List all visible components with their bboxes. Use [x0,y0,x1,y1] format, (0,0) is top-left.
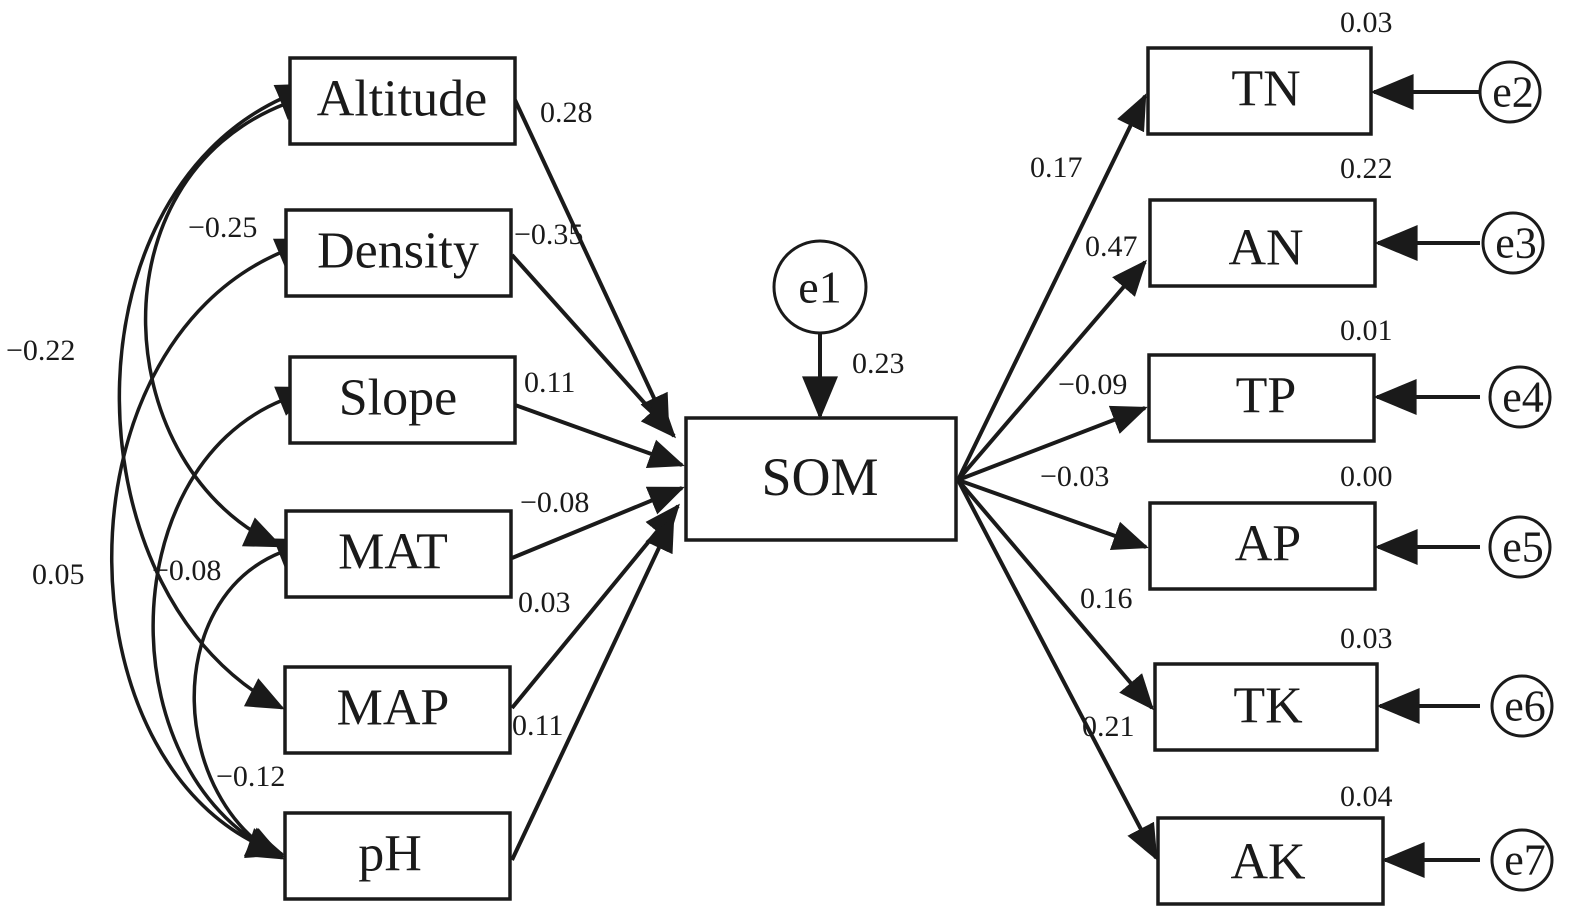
coef-som-an: 0.47 [1085,230,1138,263]
path-som-an [956,259,1147,482]
outcome-errors: e2 e3 e4 e5 e6 e7 [1370,60,1554,892]
error-label-e2: e2 [1492,68,1534,117]
node-ph: pH [283,811,512,901]
node-label-tp: TP [1236,368,1297,425]
corr-label-slope-ph: −0.08 [152,554,221,587]
error-label-e5: e5 [1502,523,1544,572]
coef-som-tp: −0.09 [1058,368,1127,401]
coef-map-som: 0.03 [518,586,571,619]
error-node-e2: e2 [1478,60,1542,124]
node-label-density: Density [317,223,479,280]
node-tk: TK [1153,662,1379,752]
node-label-map: MAP [337,680,450,737]
r2-ak: 0.04 [1340,780,1393,813]
node-altitude: Altitude [288,56,517,146]
coef-som-ap: −0.03 [1040,460,1109,493]
path-ph-som [510,515,675,861]
node-label-ak: AK [1230,834,1306,891]
coef-som-tk: 0.16 [1080,582,1133,615]
node-density: Density [284,208,513,298]
path-som-ak [956,479,1158,861]
node-label-ph: pH [358,826,422,883]
corr-arc-slope-ph [151,386,316,858]
node-ap: AP [1148,501,1377,591]
error-node-e3: e3 [1481,211,1545,275]
node-mat: MAT [284,509,513,599]
node-label-altitude: Altitude [317,71,487,128]
r2-som: 0.23 [852,347,905,380]
corr-arc-altitude-mat [143,90,318,548]
path-mat-som [511,486,685,560]
error-node-e4: e4 [1488,365,1552,429]
node-label-tk: TK [1233,678,1303,735]
error-node-e7: e7 [1490,828,1554,892]
error-label-e6: e6 [1504,682,1546,731]
node-label-tn: TN [1231,61,1300,118]
coef-density-som: −0.35 [514,218,583,251]
corr-label-altitude-map: −0.22 [6,334,75,367]
node-map: MAP [283,665,512,755]
error-node-e6: e6 [1490,674,1554,738]
error-label-e7: e7 [1504,836,1546,885]
error-node-e1: e1 [772,239,868,335]
corr-label-mat-ph: −0.12 [216,760,285,793]
path-som-tp [957,405,1148,482]
path-density-som [510,253,677,439]
r2-tn: 0.03 [1340,6,1393,39]
coef-altitude-som: 0.28 [540,96,593,129]
error-label-e3: e3 [1495,219,1537,268]
path-som-tk [956,478,1154,711]
node-tn: TN [1146,46,1373,136]
node-label-mat: MAT [338,524,448,581]
node-an: AN [1148,198,1377,288]
r2-tp: 0.01 [1340,314,1393,347]
coef-som-tn: 0.17 [1030,151,1083,184]
coef-ph-som: 0.11 [512,709,563,742]
path-slope-som [514,403,685,468]
predictor-paths [510,99,685,861]
path-altitude-som [513,99,670,431]
node-slope: Slope [288,355,517,445]
corr-label-altitude-mat: −0.25 [188,211,257,244]
coef-som-ak: 0.21 [1082,710,1135,743]
r2-an: 0.22 [1340,152,1393,185]
path-som-tn [956,93,1147,481]
r2-ap: 0.00 [1340,460,1393,493]
corr-arc-mat-ph [192,538,315,860]
node-som: SOM [684,416,958,542]
node-tp: TP [1147,353,1376,443]
error-label-e1: e1 [798,262,841,313]
error-node-e5: e5 [1488,515,1552,579]
corr-arc-altitude-map [117,83,315,710]
node-label-ap: AP [1235,516,1301,573]
coef-mat-som: −0.08 [520,486,589,519]
path-som-ap [957,478,1149,551]
node-label-slope: Slope [339,370,457,427]
node-ak: AK [1156,816,1385,906]
node-label-an: AN [1228,220,1303,277]
outcome-paths [956,93,1158,861]
node-label-som: SOM [761,447,878,507]
corr-label-density-ph: 0.05 [32,558,85,591]
corr-arc-density-ph [110,238,314,858]
correlation-arcs [110,83,318,860]
error-label-e4: e4 [1502,373,1544,422]
r2-tk: 0.03 [1340,622,1393,655]
coef-slope-som: 0.11 [524,366,575,399]
